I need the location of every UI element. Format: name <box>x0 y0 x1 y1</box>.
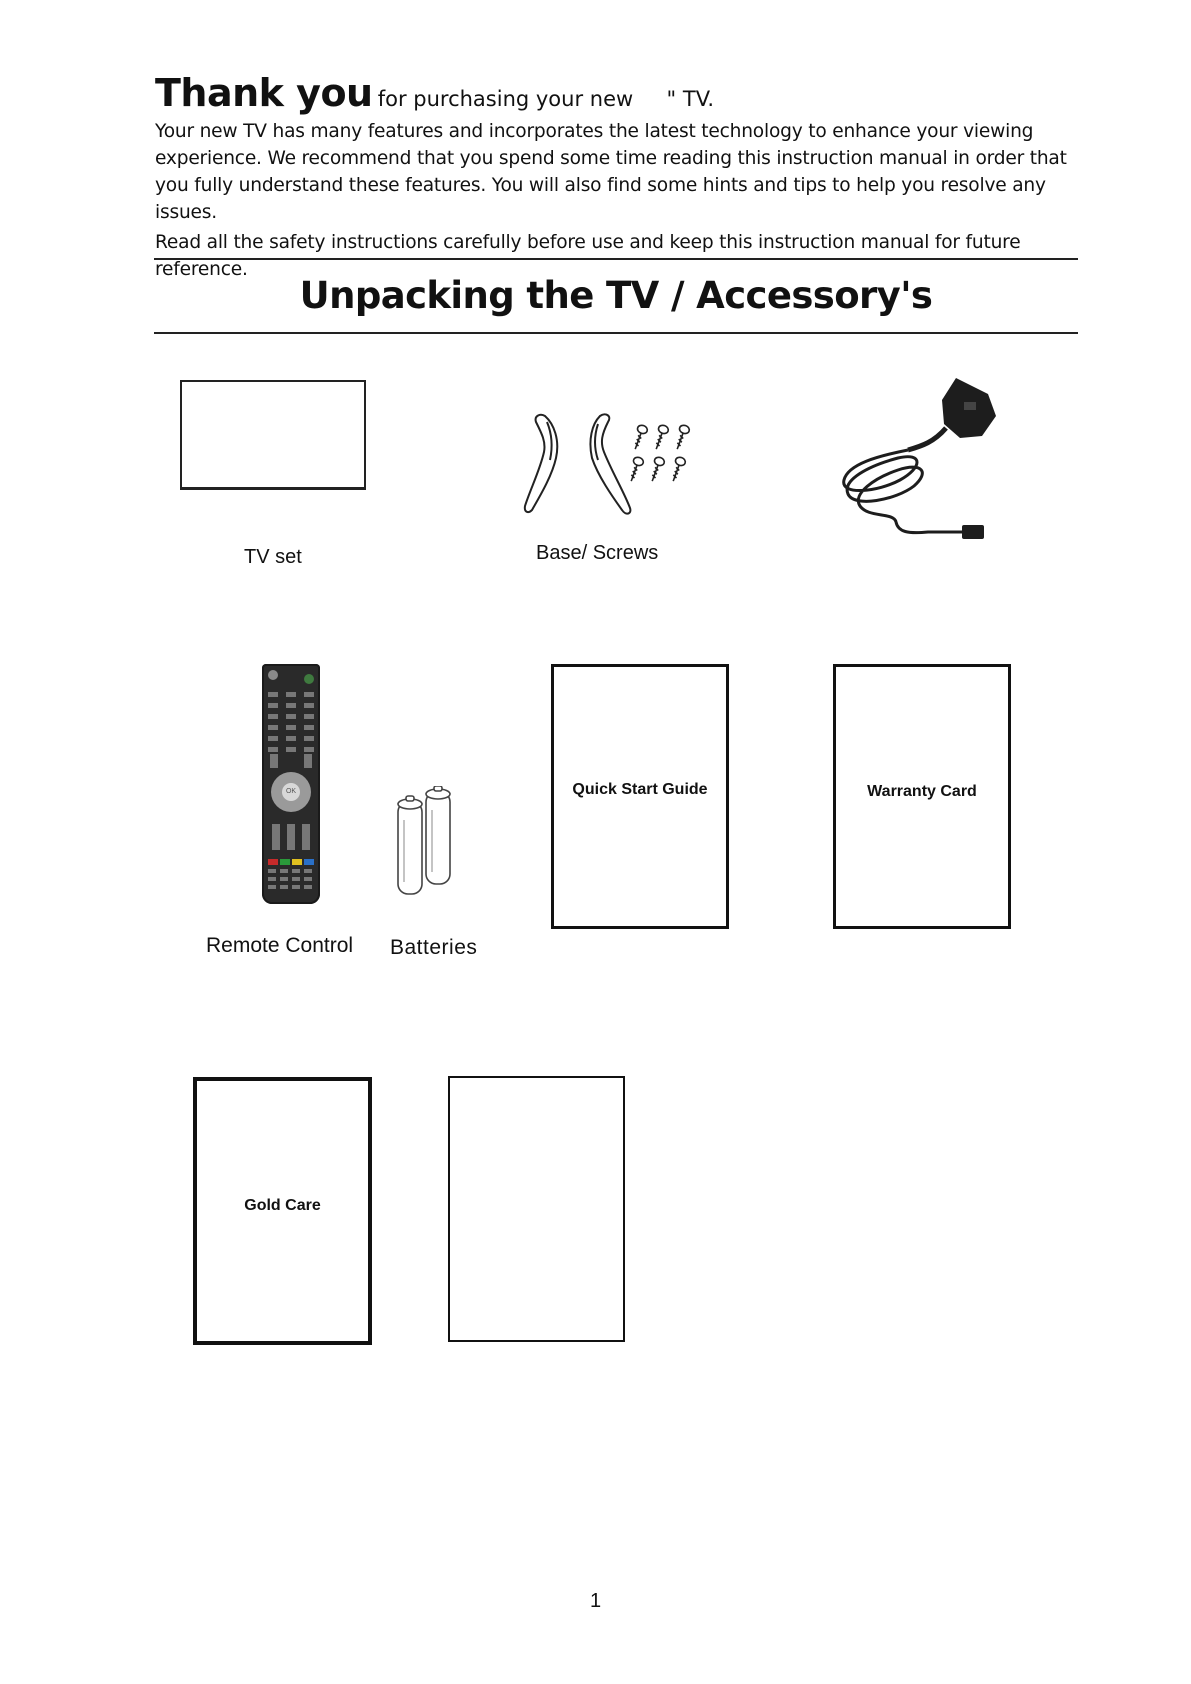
quick-start-guide-label: Quick Start Guide <box>572 781 708 798</box>
batteries-caption: Batteries <box>390 936 478 959</box>
quick-start-guide-booklet: Quick Start Guide <box>551 664 729 929</box>
intro-section: Thank you for purchasing your new " TV. … <box>155 74 1075 283</box>
remote-color-keys-icon <box>268 859 314 865</box>
remote-control-image: OK <box>262 664 320 904</box>
base-screws-image <box>523 413 691 515</box>
remote-side-keys-icon <box>270 754 312 768</box>
remote-volume-keys-icon <box>272 824 310 850</box>
divider-bottom <box>154 332 1078 334</box>
remote-ok-button-icon: OK <box>282 783 300 801</box>
remote-control-caption: Remote Control <box>206 934 354 957</box>
power-cable-image <box>842 378 996 539</box>
warranty-card-booklet: Warranty Card <box>833 664 1011 929</box>
warranty-card-label: Warranty Card <box>867 783 977 800</box>
safety-note: Read all the safety instructions careful… <box>155 232 1021 280</box>
gold-care-label: Gold Care <box>244 1197 321 1214</box>
intro-tagline: for purchasing your new " TV. <box>377 87 715 111</box>
tv-set-image <box>180 380 366 490</box>
batteries-image <box>397 786 451 895</box>
remote-round-button-icon <box>268 670 278 680</box>
blank-booklet <box>448 1076 625 1342</box>
page-number: 1 <box>589 1590 602 1612</box>
gold-care-booklet: Gold Care <box>193 1077 372 1345</box>
remote-media-keys-icon <box>268 869 314 893</box>
divider-top <box>154 258 1078 260</box>
section-title: Unpacking the TV / Accessory's <box>299 274 933 317</box>
intro-heading: Thank you for purchasing your new " TV. <box>155 74 1075 112</box>
remote-dpad-icon: OK <box>271 772 311 812</box>
remote-number-keys-icon <box>268 692 314 752</box>
tv-set-caption: TV set <box>244 546 302 568</box>
remote-power-button-icon <box>304 674 314 684</box>
thank-you-heading: Thank you <box>155 71 373 115</box>
intro-paragraph: Your new TV has many features and incorp… <box>155 121 1067 223</box>
base-screws-caption: Base/ Screws <box>536 542 659 564</box>
